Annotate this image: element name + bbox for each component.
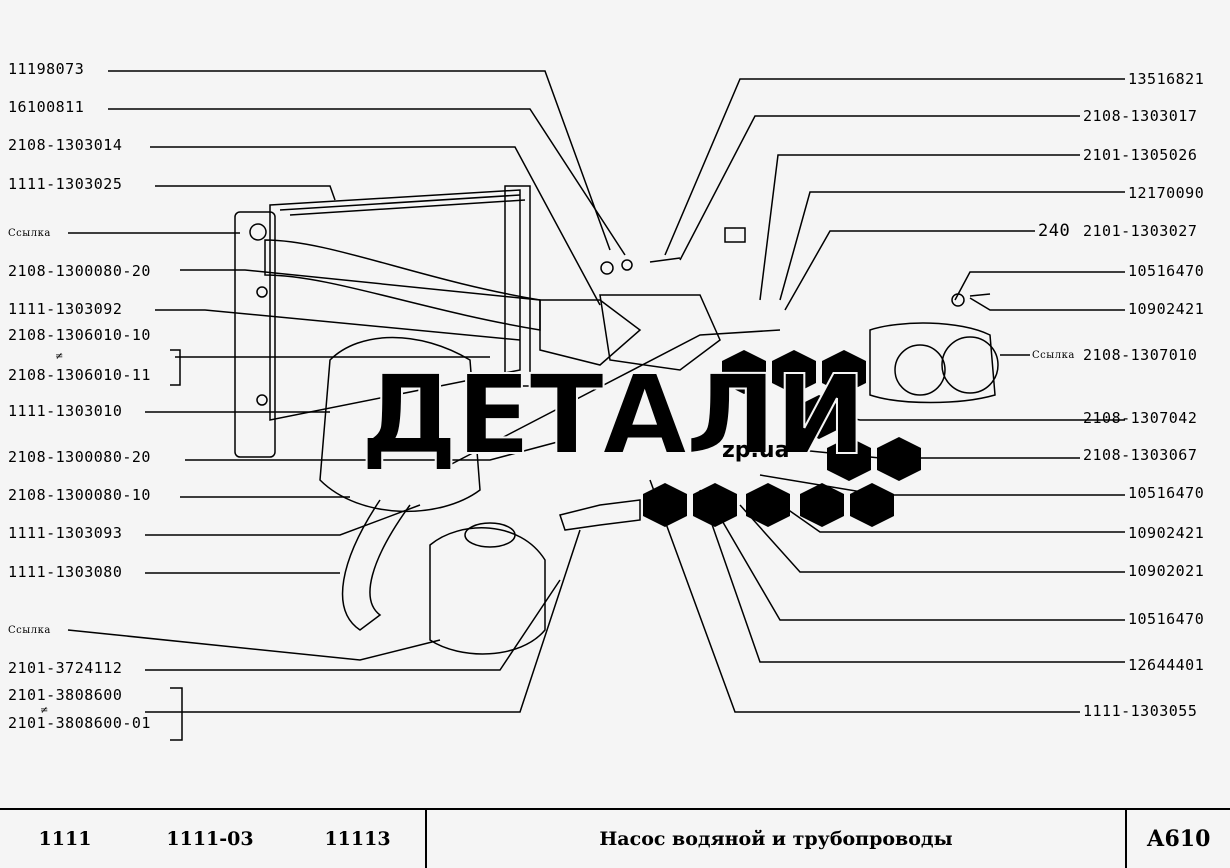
upper-hose (264, 239, 541, 331)
part-label: 1111-1303093 (8, 524, 123, 542)
part-label: 2108-1303067 (1083, 446, 1198, 464)
or-mark: ≠ (55, 351, 64, 362)
or-mark: ≠ (40, 705, 49, 716)
part-label: 11198073 (8, 60, 85, 78)
part-label: 13516821 (1128, 70, 1205, 88)
leader-line (67, 629, 441, 661)
expansion-tank (429, 527, 546, 655)
leader-line (709, 499, 1125, 621)
parts-diagram (67, 70, 1125, 741)
leader-line (185, 439, 566, 461)
sheet-title: Насос водяной и трубопроводы (599, 828, 953, 850)
part-label: 12644401 (1128, 656, 1205, 674)
hex-mark (877, 437, 921, 481)
divider (425, 810, 427, 868)
leader-line (145, 529, 581, 713)
reference-label: Ссылка (8, 625, 51, 636)
hex-mark (722, 350, 766, 394)
model-1111-03: 1111-03 (166, 828, 254, 850)
part-label: 2108-1307010 (1083, 346, 1198, 364)
part-label: 1111-1303010 (8, 402, 123, 420)
part-label: 2108-1306010-10 (8, 326, 151, 344)
thermostat (599, 294, 721, 371)
model-1111: 1111 (38, 828, 92, 850)
part-label: 1111-1303080 (8, 563, 123, 581)
leader-line (784, 230, 1035, 311)
water-pump (869, 322, 996, 404)
leader-line (699, 489, 1125, 663)
radiator-core (269, 189, 521, 421)
thermostat-housing (319, 336, 481, 513)
part-label: 2108-1306010-11 (8, 366, 151, 384)
nut (600, 261, 614, 275)
part-label: 2101-3808600-01 (8, 714, 151, 732)
nut (951, 293, 965, 307)
part-label: 12170090 (1128, 184, 1205, 202)
leader-line (108, 70, 611, 251)
leader-line (679, 115, 1080, 261)
part-label: 2108-1303014 (8, 136, 123, 154)
leader-line (739, 504, 1125, 573)
leader-line (150, 146, 601, 306)
sheet-code: А610 (1146, 826, 1211, 852)
leader-line (954, 271, 1125, 301)
part-label: 2101-3808600 (8, 686, 123, 704)
part-label: 10516470 (1128, 484, 1205, 502)
part-label: 10902421 (1128, 524, 1205, 542)
hex-mark (772, 350, 816, 394)
leader-line (779, 191, 1125, 301)
divider (1125, 810, 1127, 868)
leader-line (108, 108, 626, 256)
part-label: 10516470 (1128, 610, 1205, 628)
pipe (341, 499, 411, 631)
quantity-label: 240 (1038, 221, 1071, 241)
leader-line (969, 297, 1125, 311)
leader-line (180, 269, 541, 301)
part-label: 2108-1300080-20 (8, 448, 151, 466)
part-label: 16100811 (8, 98, 85, 116)
part-label: 2108-1300080-20 (8, 262, 151, 280)
leader-line (759, 154, 1080, 301)
title-block: 1111 1111-03 11113 Насос водяной и трубо… (0, 808, 1230, 868)
reference-label: Ссылка (8, 228, 51, 239)
part-label: 10902421 (1128, 300, 1205, 318)
radiator (234, 211, 276, 458)
part-label: 10902021 (1128, 562, 1205, 580)
washer (621, 259, 633, 271)
part-label: 2101-1305026 (1083, 146, 1198, 164)
leader-line (649, 479, 1080, 713)
watermark-text: ДЕТАЛИ (359, 351, 868, 479)
part-label: 2108-1300080-10 (8, 486, 151, 504)
hex-mark (827, 437, 871, 481)
part-label: 2108-1303017 (1083, 107, 1198, 125)
part-label: 1111-1303025 (8, 175, 123, 193)
leader-line (145, 504, 421, 536)
part-label: 1111-1303092 (8, 300, 123, 318)
part-label: 2101-1303027 (1083, 222, 1198, 240)
part-label: 1111-1303055 (1083, 702, 1198, 720)
hex-mark (797, 395, 841, 439)
model-11113: 11113 (324, 828, 391, 850)
reference-label: Ссылка (1032, 350, 1075, 361)
part-label: 2108-1307042 (1083, 409, 1198, 427)
temp-sensor (559, 499, 641, 531)
part-label: 10516470 (1128, 262, 1205, 280)
leader-line (145, 579, 561, 671)
bolt (724, 227, 746, 243)
leader-line (155, 185, 336, 201)
leader-line (155, 309, 521, 341)
leader-line (664, 78, 1125, 256)
hex-mark (822, 350, 866, 394)
watermark-subtext: zp.ua (722, 438, 790, 463)
part-label: 2101-3724112 (8, 659, 123, 677)
